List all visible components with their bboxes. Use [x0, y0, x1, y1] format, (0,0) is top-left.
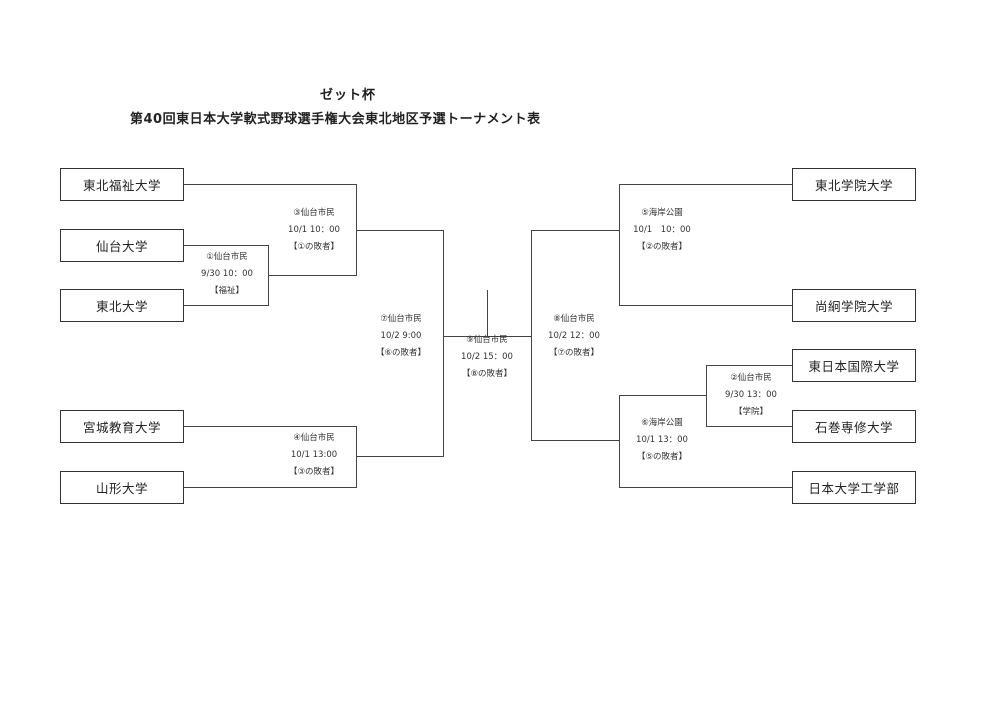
bracket-line [184, 426, 356, 427]
game-note: 【③の敗者】 [288, 467, 340, 477]
bracket-line [706, 365, 792, 366]
game-time: 10/1 13:00 [290, 450, 338, 460]
bracket-line [706, 426, 792, 427]
team-right-3: 東日本国際大学 [792, 349, 916, 382]
bracket-line [268, 275, 356, 276]
bracket-line [619, 487, 792, 488]
team-right-2: 尚絅学院大学 [792, 289, 916, 322]
bracket-line [619, 395, 706, 396]
team-left-2: 仙台大学 [60, 229, 184, 262]
game-note: 【学院】 [733, 407, 768, 417]
bracket-line [356, 230, 444, 231]
team-left-4: 宮城教育大学 [60, 410, 184, 443]
game-note: 【⑦の敗者】 [548, 348, 600, 358]
game-8-info: ⑧仙台市民 10/2 12：00 【⑦の敗者】 [519, 311, 629, 362]
team-left-1: 東北福祉大学 [60, 168, 184, 201]
team-left-3: 東北大学 [60, 289, 184, 322]
game-venue: ⑨仙台市民 [466, 335, 508, 345]
game-2-info: ②仙台市民 9/30 13：00 【学院】 [696, 370, 806, 421]
bracket-line [619, 184, 620, 306]
bracket-line [184, 305, 268, 306]
team-right-5: 日本大学工学部 [792, 471, 916, 504]
game-note: 【①の敗者】 [288, 242, 340, 252]
game-time: 10/2 9:00 [380, 331, 422, 341]
bracket-line [706, 365, 707, 427]
bracket-line [619, 305, 792, 306]
bracket-line [184, 184, 356, 185]
bracket-line [356, 426, 357, 488]
game-9-info: ⑨仙台市民 10/2 15：00 【⑧の敗者】 [432, 332, 542, 383]
game-venue: ⑥海岸公園 [641, 418, 683, 428]
game-venue: ⑧仙台市民 [553, 314, 595, 324]
game-venue: ④仙台市民 [293, 433, 335, 443]
game-venue: ③仙台市民 [293, 208, 335, 218]
team-right-1: 東北学院大学 [792, 168, 916, 201]
game-venue: ①仙台市民 [206, 252, 248, 262]
bracket-line [487, 290, 488, 337]
game-7-info: ⑦仙台市民 10/2 9:00 【⑥の敗者】 [346, 311, 456, 362]
team-right-4: 石巻専修大学 [792, 410, 916, 443]
game-time: 9/30 10：00 [201, 269, 253, 279]
game-venue: ⑦仙台市民 [380, 314, 422, 324]
game-note: 【⑧の敗者】 [461, 369, 513, 379]
game-time: 10/1 10：00 [288, 225, 340, 235]
game-4-info: ④仙台市民 10/1 13:00 【③の敗者】 [259, 430, 369, 481]
game-3-info: ③仙台市民 10/1 10：00 【①の敗者】 [259, 205, 369, 256]
game-note: 【⑤の敗者】 [636, 452, 688, 462]
game-1-info: ①仙台市民 9/30 10：00 【福祉】 [172, 249, 282, 300]
game-note: 【②の敗者】 [636, 242, 688, 252]
tournament-subtitle: 第40回東日本大学軟式野球選手権大会東北地区予選トーナメント表 [130, 112, 541, 127]
bracket-line [184, 487, 356, 488]
team-left-5: 山形大学 [60, 471, 184, 504]
game-6-info: ⑥海岸公園 10/1 13：00 【⑤の敗者】 [607, 415, 717, 466]
bracket-line [531, 440, 619, 441]
bracket-line [356, 456, 444, 457]
game-venue: ②仙台市民 [730, 373, 772, 383]
tournament-title: ゼット杯 [319, 88, 376, 103]
game-time: 10/1 10：00 [633, 225, 691, 235]
game-note: 【福祉】 [209, 286, 244, 296]
game-venue: ⑤海岸公園 [641, 208, 683, 218]
bracket-line [443, 230, 444, 457]
bracket-line [184, 245, 268, 246]
bracket-line [619, 184, 792, 185]
game-note: 【⑥の敗者】 [375, 348, 427, 358]
bracket-line [531, 230, 619, 231]
game-time: 10/1 13：00 [636, 435, 688, 445]
bracket-line [531, 230, 532, 441]
game-time: 10/2 12：00 [548, 331, 600, 341]
game-time: 9/30 13：00 [725, 390, 777, 400]
bracket-line [619, 395, 620, 488]
game-5-info: ⑤海岸公園 10/1 10：00 【②の敗者】 [607, 205, 717, 256]
game-time: 10/2 15：00 [461, 352, 513, 362]
